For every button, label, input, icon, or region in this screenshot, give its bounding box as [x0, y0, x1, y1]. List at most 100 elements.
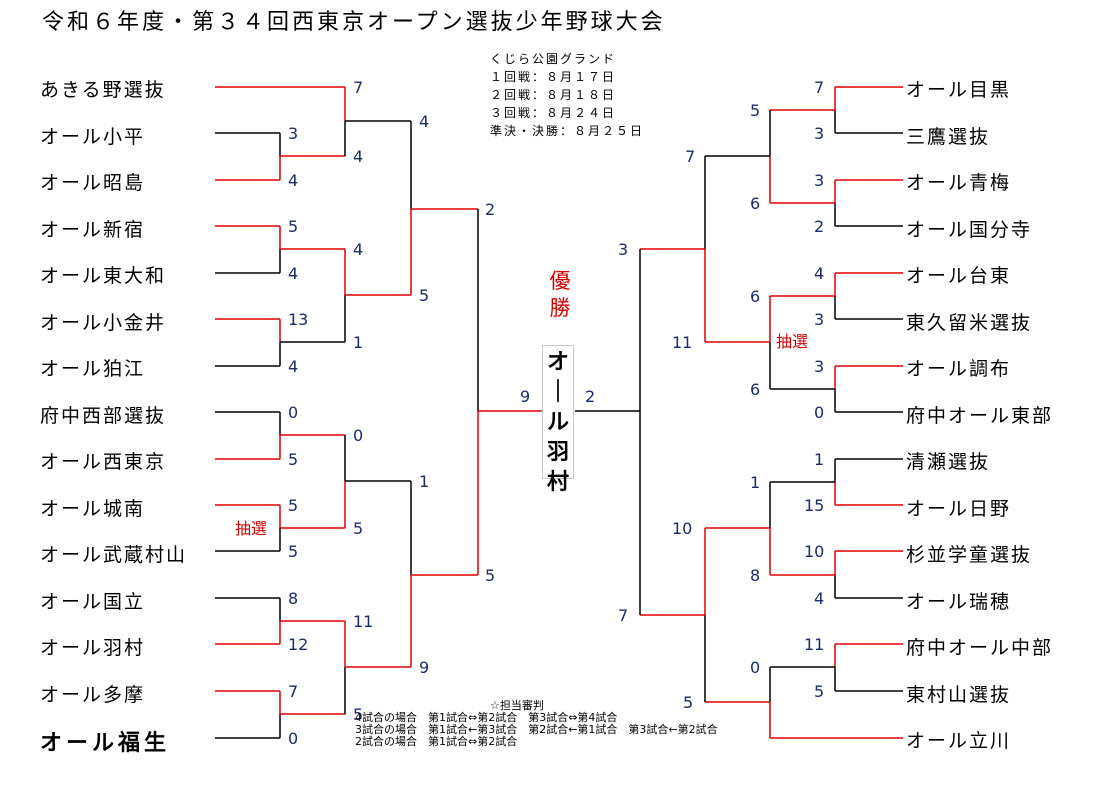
team-right-4: オール国分寺 — [906, 219, 1033, 241]
team-left-9: オール西東京 — [40, 451, 167, 473]
referee-line-3: 2試合の場合 第1試合⇔第2試合 — [355, 735, 518, 748]
score-right-r3-1: 7 — [685, 147, 695, 166]
round2-date: ２回戦：８月１８日 — [490, 88, 617, 102]
score-left-r2-6: 5 — [353, 519, 363, 538]
team-right-2: 三鷹選抜 — [906, 126, 991, 148]
score-left-r1-9: 5 — [288, 496, 298, 515]
team-left-12: オール国立 — [40, 591, 146, 613]
score-left-r1-3: 5 — [288, 217, 298, 236]
team-left-4: オール新宿 — [40, 219, 146, 241]
score-left-r1-4: 4 — [288, 264, 298, 283]
score-left-r3-2: 5 — [419, 286, 429, 305]
page-title: 令和６年度・第３４回西東京オープン選抜少年野球大会 — [42, 10, 666, 35]
referee-line-1: 4試合の場合 第1試合⇔第2試合 第3試合⇔第4試合 — [355, 711, 618, 724]
score-right-r2-8: 5 — [683, 693, 693, 712]
team-left-10: オール城南 — [40, 498, 146, 520]
score-right-r2-5: 1 — [750, 473, 760, 492]
score-right-r1-13: 11 — [804, 635, 824, 654]
score-right-sf-1: 3 — [618, 240, 628, 259]
score-left-r1-7: 0 — [288, 403, 298, 422]
team-right-9: 清瀬選抜 — [906, 451, 991, 473]
lottery-label-right: 抽選 — [776, 332, 808, 351]
score-left-r1-5: 13 — [288, 310, 308, 329]
score-left-r1-11: 8 — [288, 589, 298, 608]
score-right-r2-4: 6 — [750, 380, 760, 399]
champion-char: ル — [546, 410, 569, 435]
score-left-r3-3: 1 — [419, 472, 429, 491]
score-right-r1-14: 5 — [814, 682, 824, 701]
champion-char: 村 — [546, 470, 569, 495]
score-left-r2-5: 0 — [353, 426, 363, 445]
team-right-7: オール調布 — [906, 358, 1012, 380]
left-scores: 3 4 5 4 13 4 0 5 5 5 8 12 7 0 7 4 4 1 0 … — [235, 78, 530, 748]
referee-line-2: 3試合の場合 第1試合←第3試合 第2試合←第1試合 第3試合←第2試合 — [355, 723, 718, 736]
team-right-3: オール青梅 — [906, 172, 1012, 194]
score-left-r3-1: 4 — [419, 112, 429, 131]
score-right-r2-7: 0 — [750, 658, 760, 677]
team-right-14: 東村山選抜 — [906, 684, 1012, 706]
score-left-sf-1: 2 — [485, 200, 495, 219]
schedule-info: くじら公園グランド １回戦：８月１７日 ２回戦：８月１８日 ３回戦：８月２４日 … — [490, 50, 644, 140]
score-right-r1-7: 3 — [814, 357, 824, 376]
team-right-6: 東久留米選抜 — [906, 312, 1033, 334]
team-left-7: オール狛江 — [40, 358, 146, 380]
round3-date: ３回戦：８月２４日 — [490, 106, 617, 120]
score-left-r1-2: 4 — [288, 171, 298, 190]
team-right-11: 杉並学童選抜 — [906, 544, 1033, 566]
team-left-1: あきる野選抜 — [40, 79, 166, 101]
champion-name: オ｜ル羽村 — [542, 345, 574, 495]
score-right-r1-6: 3 — [814, 310, 824, 329]
score-right-r3-2: 11 — [672, 333, 692, 352]
team-left-2: オール小平 — [40, 126, 146, 148]
team-right-10: オール日野 — [906, 498, 1012, 520]
score-right-r1-2: 3 — [814, 124, 824, 143]
team-left-13: オール羽村 — [40, 637, 146, 659]
score-left-r2-7: 11 — [353, 612, 373, 631]
score-left-sf-2: 5 — [485, 566, 495, 585]
team-left-3: オール昭島 — [40, 172, 146, 194]
score-right-final: 2 — [585, 387, 595, 406]
score-left-r1-13: 7 — [288, 682, 298, 701]
champion-label-char: 勝 — [549, 296, 571, 320]
team-left-15: オール福生 — [40, 731, 171, 756]
score-right-r1-9: 1 — [814, 450, 824, 469]
final-date: 準決・決勝：８月２５日 — [490, 124, 645, 138]
round1-date: １回戦：８月１７日 — [490, 70, 617, 84]
score-right-r2-2: 6 — [750, 194, 760, 213]
champion-text: オ｜ル羽村 — [543, 348, 573, 498]
score-right-r3-4: 7 — [618, 606, 628, 625]
score-right-r1-4: 2 — [814, 217, 824, 236]
score-left-r2-2: 4 — [353, 147, 363, 166]
score-right-r1-8: 0 — [814, 403, 824, 422]
team-right-8: 府中オール東部 — [906, 405, 1054, 427]
score-left-r1-1: 3 — [288, 124, 298, 143]
team-right-1: オール目黒 — [906, 79, 1012, 101]
score-left-final: 9 — [520, 387, 530, 406]
champion-label: 優勝 — [545, 268, 575, 322]
champion-char: オ — [546, 350, 569, 375]
score-right-r1-5: 4 — [814, 264, 824, 283]
score-right-r1-3: 3 — [814, 171, 824, 190]
score-right-r1-11: 10 — [804, 542, 824, 561]
score-left-r1-8: 5 — [288, 450, 298, 469]
score-right-r2-3: 6 — [750, 287, 760, 306]
team-left-6: オール小金井 — [40, 312, 167, 334]
score-right-r1-1: 7 — [814, 78, 824, 97]
team-left-8: 府中西部選抜 — [40, 405, 167, 427]
score-right-r3-3: 10 — [672, 519, 692, 538]
score-left-r1-6: 4 — [288, 357, 298, 376]
score-left-r1-12: 12 — [288, 635, 308, 654]
score-right-r2-1: 5 — [750, 101, 760, 120]
team-right-13: 府中オール中部 — [906, 637, 1054, 659]
referee-notes: ☆担当審判 4試合の場合 第1試合⇔第2試合 第3試合⇔第4試合 3試合の場合 … — [355, 700, 718, 748]
team-right-15: オール立川 — [906, 730, 1012, 752]
referee-title: ☆担当審判 — [490, 699, 544, 712]
score-right-r2-6: 8 — [750, 566, 760, 585]
score-right-r1-10: 15 — [804, 496, 824, 515]
team-left-11: オール武蔵村山 — [40, 544, 188, 566]
score-left-r1-10: 5 — [288, 542, 298, 561]
team-right-5: オール台東 — [906, 265, 1012, 287]
champion-char: ｜ — [546, 380, 569, 405]
champion-label-char: 優 — [549, 269, 571, 293]
